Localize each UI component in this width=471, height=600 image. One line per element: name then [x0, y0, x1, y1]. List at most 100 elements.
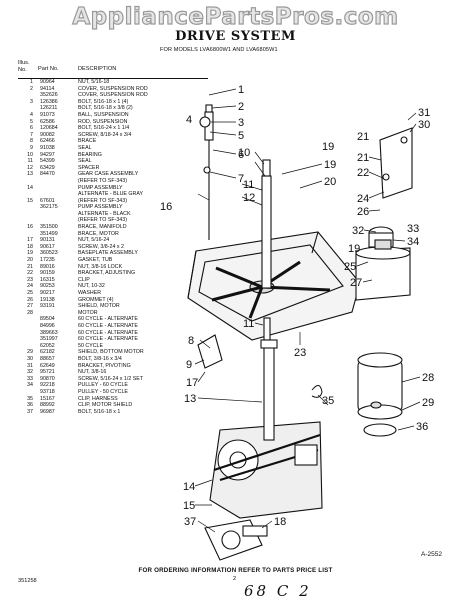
row-description: SEAL — [78, 158, 92, 165]
row-description: PULLEY - 60 CYCLE — [78, 382, 128, 389]
callout-37: 37 — [184, 516, 196, 528]
row-part-no: 19138 — [40, 296, 55, 303]
row-description: GEAR CASE ASSEMBLY — [78, 171, 139, 178]
row-illus-no: 21 — [27, 263, 33, 270]
row-part-no: 62586 — [40, 118, 55, 125]
row-description: (REFER TO SF-343) — [78, 197, 127, 204]
row-description: BOLT, 5/16-18 x 1 (4) — [78, 98, 129, 105]
row-illus-no: 36 — [27, 402, 33, 409]
row-illus-no: 5 — [30, 118, 33, 125]
row-description: 60 CYCLE - ALTERNATE — [78, 329, 138, 336]
row-illus-no: 8 — [30, 138, 33, 145]
row-description: BOLT, 5/16-18 x 1 — [78, 408, 121, 415]
row-description: BALL, SUSPENSION — [78, 111, 129, 118]
row-illus-no: 23 — [27, 276, 33, 283]
callout-27: 27 — [350, 277, 362, 289]
row-part-no: 90964 — [40, 79, 55, 85]
row-description: BRACKET, ADJUSTING — [78, 270, 136, 277]
row-illus-no: 31 — [27, 362, 33, 369]
row-illus-no: 15 — [27, 197, 33, 204]
row-part-no: 94114 — [40, 85, 55, 92]
row-part-no: 63429 — [40, 164, 55, 171]
brace-drawing — [197, 334, 223, 369]
row-description: CLIP, HARNESS — [78, 395, 118, 402]
table-row: ALTERNATE - BLUE GRAY — [18, 191, 208, 198]
row-description: BRACE, MOTOR — [78, 230, 119, 237]
row-part-no: 94297 — [40, 151, 55, 158]
row-description: PULLEY - 50 CYCLE — [78, 388, 128, 395]
row-description: CLIP, MOTOR SHIELD — [78, 402, 133, 409]
row-description: BOLT, 3/8-16 x 3/4 — [78, 355, 122, 362]
row-part-no: 54399 — [40, 158, 55, 165]
row-description: COVER, SUSPENSION ROD — [78, 85, 148, 92]
row-description: SPACER — [78, 164, 100, 171]
header-description: DESCRIPTION — [78, 66, 117, 72]
row-part-no: 89016 — [40, 263, 55, 270]
row-description: 60 CYCLE - ALTERNATE — [78, 336, 138, 343]
row-illus-no: 25 — [27, 290, 33, 296]
callout-11: 11 — [243, 179, 254, 191]
row-part-no: 62649 — [40, 362, 55, 369]
callout-23: 23 — [294, 347, 306, 359]
row-part-no: 90870 — [40, 375, 55, 382]
row-part-no: 17235 — [40, 257, 55, 264]
callout-21b: 21 — [357, 131, 369, 143]
row-part-no: 351500 — [40, 224, 58, 231]
row-illus-no: 7 — [30, 131, 33, 138]
row-part-no: 90082 — [40, 131, 55, 138]
row-part-no: 88657 — [40, 355, 55, 362]
callout-12: 12 — [243, 192, 255, 204]
shaft-drawing — [261, 159, 272, 341]
callout-29: 29 — [422, 397, 434, 409]
callout-4: 4 — [186, 114, 192, 126]
row-description: 60 CYCLE - ALTERNATE — [78, 322, 138, 329]
row-description: BRACE — [78, 138, 97, 145]
row-description: SHIELD, BOTTOM MOTOR — [78, 349, 144, 356]
row-part-no: 126211 — [40, 105, 58, 112]
callout-26: 26 — [357, 206, 369, 218]
callout-25: 25 — [344, 261, 356, 273]
page-number: 2 — [233, 576, 237, 582]
row-part-no: 351997 — [40, 336, 58, 343]
page-title: DRIVE SYSTEM — [175, 29, 296, 44]
adjusting-bracket-drawing — [379, 127, 413, 199]
row-description: 60 CYCLE - ALTERNATE — [78, 316, 138, 323]
callout-11b: 11 — [243, 318, 254, 330]
row-part-no: 96987 — [40, 408, 55, 415]
row-part-no: 91038 — [40, 144, 55, 151]
row-illus-no: 11 — [27, 158, 34, 165]
row-description: (REFER TO SF-343) — [78, 177, 127, 184]
table-row: 389663 60 CYCLE - ALTERNATE — [18, 330, 208, 337]
callout-labels: 1 2 3 4 5 6 7 8 9 10 11 12 13 14 15 16 1… — [160, 84, 434, 528]
callout-19c: 19 — [348, 243, 360, 255]
row-description: ALTERNATE - BLACK — [78, 210, 131, 217]
row-part-no: 352626 — [40, 92, 58, 99]
row-part-no: 16315 — [40, 276, 55, 283]
callout-9: 9 — [186, 359, 192, 371]
row-part-no: 15167 — [40, 395, 55, 402]
gear-case-drawing — [209, 339, 323, 519]
table-row: 11 54399 SEAL — [18, 158, 208, 165]
row-illus-no: 32 — [27, 369, 33, 376]
callout-33: 33 — [407, 223, 419, 235]
row-part-no: 389663 — [40, 329, 58, 336]
row-part-no: 351499 — [40, 230, 58, 237]
suspension-rods-drawing — [199, 104, 214, 240]
table-row: 351499 BRACE, MOTOR — [18, 231, 208, 238]
parts-list-header: Illus. No. Part No. DESCRIPTION — [18, 60, 208, 79]
callout-17: 17 — [186, 377, 198, 389]
table-row: (REFER TO SF-343) — [18, 217, 208, 224]
